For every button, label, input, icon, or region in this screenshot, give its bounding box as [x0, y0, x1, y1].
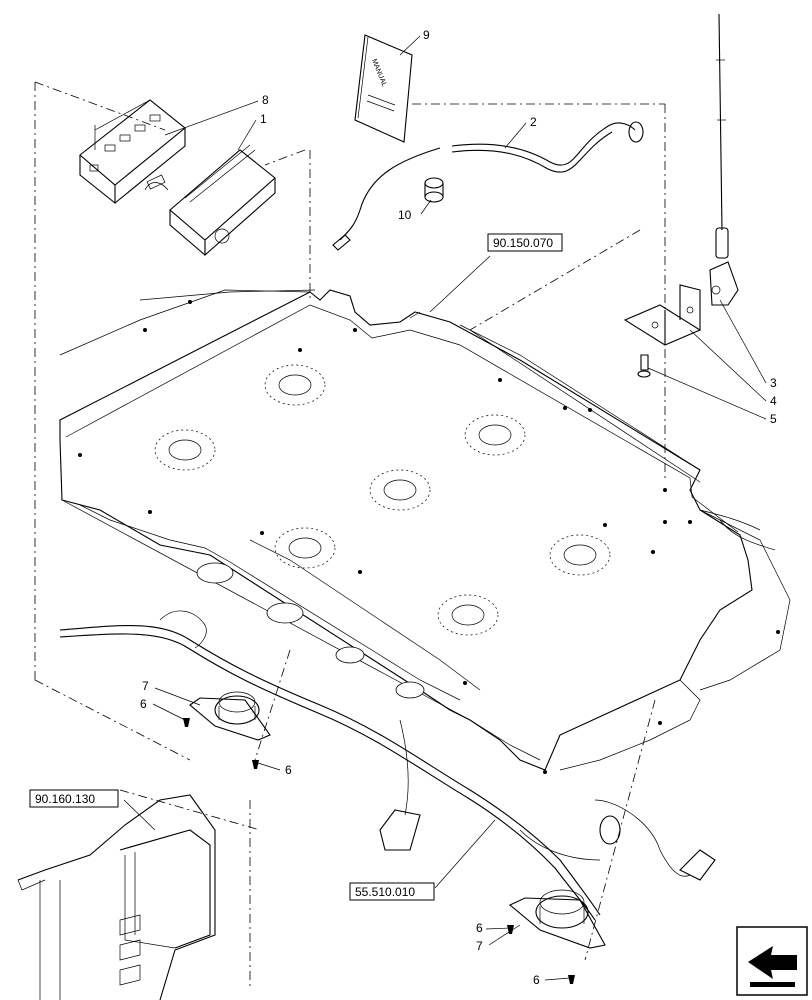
navigation-arrow-icon[interactable]: [736, 926, 808, 996]
manual-cover-text: MANUAL: [370, 58, 387, 88]
spacer: [424, 177, 444, 203]
bracket-screw: [637, 354, 651, 378]
callout-1: 1: [260, 112, 267, 126]
ref-label-90-160-130: 90.160.130: [35, 792, 95, 806]
air-duct: [17, 794, 216, 1000]
callout-3: 3: [770, 376, 777, 390]
panel-recess-2: [154, 429, 216, 471]
manual-book: MANUAL: [354, 34, 413, 143]
antenna: [709, 13, 739, 306]
leader-lines: [123, 35, 767, 981]
panel-recess-6: [549, 534, 611, 576]
panel-recess-7: [437, 594, 499, 636]
callout-numbers: 1 8 9 2 10 3 4 5 7 6 6 6 7 6: [140, 28, 777, 987]
callout-6-bottom: 6: [533, 973, 540, 987]
ref-label-55-510-010: 55.510.010: [355, 885, 415, 899]
callout-5: 5: [770, 412, 777, 426]
speaker-left: [189, 691, 271, 741]
panel-recess-1: [264, 364, 326, 406]
ref-label-90-150-070: 90.150.070: [493, 236, 553, 250]
callout-6-left: 6: [140, 697, 147, 711]
callout-4: 4: [770, 394, 777, 408]
callout-2: 2: [530, 115, 537, 129]
panel-recess-5: [274, 527, 336, 569]
roof-panel: [59, 289, 791, 774]
callout-7-lower: 7: [476, 939, 483, 953]
callout-6-center: 6: [285, 763, 292, 777]
callout-7-left: 7: [142, 679, 149, 693]
callout-8: 8: [262, 93, 269, 107]
speaker-screws: [183, 718, 575, 984]
antenna-cable: [332, 121, 644, 251]
panel-recess-3: [464, 414, 526, 456]
callout-6-lower: 6: [476, 921, 483, 935]
ref-box-90-160-130[interactable]: 90.160.130: [29, 789, 119, 808]
mounting-bracket: [79, 99, 186, 205]
ref-box-55-510-010[interactable]: 55.510.010: [349, 882, 435, 901]
speaker-right: [508, 889, 606, 949]
callout-10: 10: [398, 208, 412, 222]
wiring-harness: [59, 509, 776, 921]
panel-recess-4: [369, 469, 431, 511]
callout-9: 9: [423, 28, 430, 42]
ref-box-90-150-070[interactable]: 90.150.070: [487, 233, 563, 252]
radio-unit: [144, 144, 276, 257]
antenna-bracket: [623, 284, 702, 346]
